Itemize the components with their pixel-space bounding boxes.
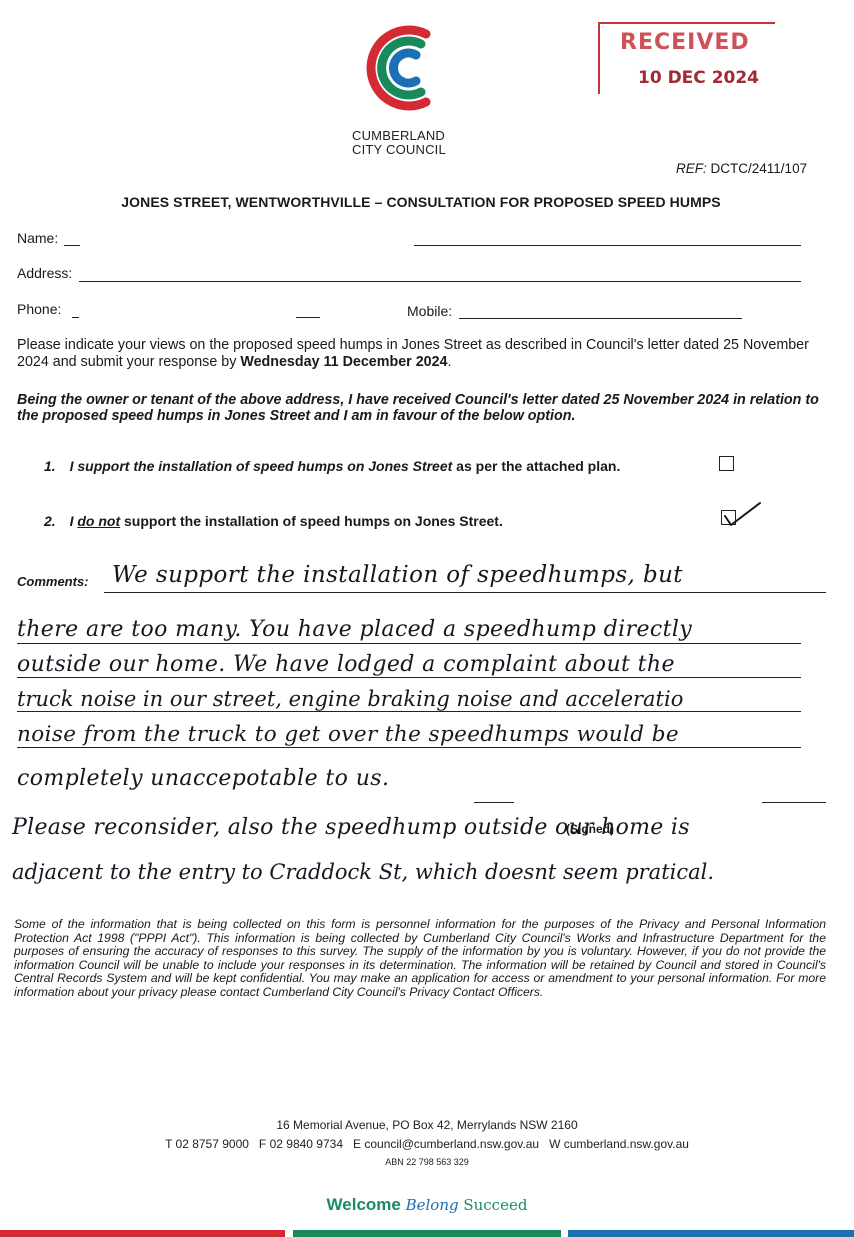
option-2-text-underlined: do not [77,513,121,529]
comment-line-5 [17,747,801,748]
option-1-checkbox[interactable] [719,456,734,471]
council-name-line2: CITY COUNCIL [352,142,446,157]
reference: REF: DCTC/2411/107 [676,161,807,176]
phone-field-b[interactable] [296,317,320,318]
comment-line-1 [104,592,826,593]
signature-line-a [474,802,514,803]
option-1-number: 1. [44,458,56,474]
reference-value: DCTC/2411/107 [710,161,808,176]
name-field-short[interactable] [64,245,80,246]
stamp-date: 10 DEC 2024 [638,68,760,88]
footer-slogan: Welcome Belong Succeed [0,1195,854,1215]
page-title: JONES STREET, WENTWORTHVILLE – CONSULTAT… [121,194,721,210]
comment-line-4 [17,711,801,712]
mobile-field[interactable] [459,318,742,319]
declaration: Being the owner or tenant of the above a… [17,392,819,424]
phone-field-a[interactable] [72,317,79,318]
comments-label: Comments: [17,574,89,589]
comment-handwriting-4: truck noise in our street, engine brakin… [17,687,684,711]
option-2-checkbox[interactable] [721,510,736,525]
footer-bar-blue [568,1230,854,1237]
received-stamp: RECEIVED 10 DEC 2024 [598,22,775,94]
mobile-label: Mobile: [407,303,453,319]
option-2: 2. I do not support the installation of … [44,513,503,529]
slogan-succeed: Succeed [463,1196,528,1214]
instructions: Please indicate your views on the propos… [17,337,829,371]
option-2-text-a: I [69,513,78,529]
signature-line-b [762,802,826,803]
comment-handwriting-1: We support the installation of speedhump… [112,562,683,588]
comment-handwriting-8: adjacent to the entry to Craddock St, wh… [12,860,715,884]
comment-handwriting-5: noise from the truck to get over the spe… [17,722,679,747]
footer-address: 16 Memorial Avenue, PO Box 42, Merryland… [276,1118,578,1132]
council-logo-icon [366,25,431,111]
address-label: Address: [17,265,73,281]
council-name: CUMBERLAND CITY COUNCIL [352,129,446,157]
checkmark-icon [724,502,761,526]
privacy-notice: Some of the information that is being co… [14,917,826,999]
signed-label: (Signed) [566,822,614,836]
name-field[interactable] [414,245,801,246]
reference-label: REF: [676,161,707,176]
comment-handwriting-6: completely unaccepotable to us. [17,766,390,791]
instructions-end: . [447,354,452,370]
phone-label: Phone: [17,301,62,317]
council-name-line1: CUMBERLAND [352,128,446,143]
comment-line-3 [17,677,801,678]
address-field[interactable] [79,281,801,282]
comment-handwriting-2: there are too many. You have placed a sp… [17,617,693,642]
stamp-word: RECEIVED [620,30,750,55]
option-2-number: 2. [44,513,56,529]
deadline: Wednesday 11 December 2024 [240,354,448,370]
option-2-text: I do not support the installation of spe… [70,513,503,529]
comment-line-2 [17,643,801,644]
option-1-text: I support the installation of speed hump… [70,458,621,474]
footer-contacts: T 02 8757 9000 F 02 9840 9734 E council@… [165,1137,689,1151]
footer-abn: ABN 22 798 563 329 [385,1157,469,1167]
footer-bar-green [293,1230,561,1237]
option-1: 1. I support the installation of speed h… [44,458,620,474]
slogan-belong: Belong [405,1196,459,1214]
comment-handwriting-7: Please reconsider, also the speedhump ou… [12,815,690,840]
comment-handwriting-3: outside our home. We have lodged a compl… [17,652,675,677]
footer-bar-red [0,1230,285,1237]
slogan-welcome: Welcome [326,1195,401,1214]
name-label: Name: [17,230,59,246]
instructions-text: Please indicate your views on the propos… [17,337,809,370]
option-1-text-a: I support the installation of speed hump… [69,458,453,474]
option-2-text-b: support the installation of speed humps … [120,513,503,529]
option-1-text-b: as per the attached plan. [452,458,621,474]
